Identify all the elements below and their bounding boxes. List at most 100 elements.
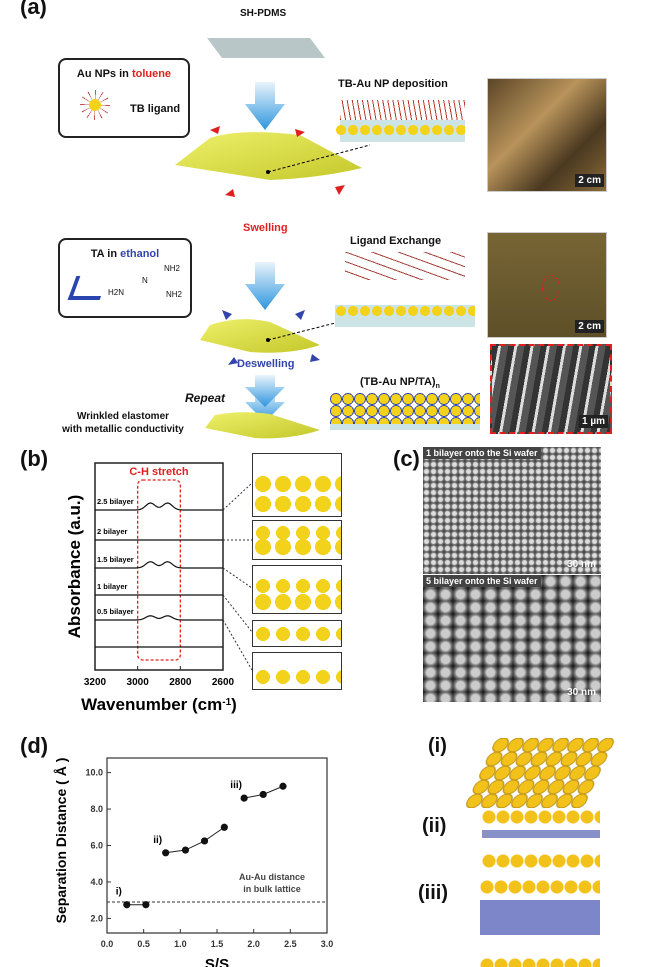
y-axis-label: Absorbance (a.u.): [65, 495, 84, 639]
x-tick-label: 3000: [127, 677, 150, 688]
box2-solvent: ethanol: [120, 248, 160, 260]
layer-label: 2.5 bilayer: [97, 497, 134, 506]
ta-au-np-film: [335, 300, 475, 322]
sem-wrinkle-image: 1 µm: [490, 344, 612, 434]
schematic-1-5-bilayer: [252, 565, 342, 614]
down-arrow-2: [245, 262, 285, 310]
box2-title: TA in: [90, 248, 121, 260]
spectrum-line: [95, 502, 223, 511]
schematic-2-5-bilayer: [252, 453, 342, 517]
final-label: Wrinkled elastomer with metallic conduct…: [48, 410, 198, 436]
spectrum-line: [95, 615, 223, 621]
multilayer-substrate: [330, 424, 480, 430]
connector-line: [222, 482, 253, 511]
x-tick-label: 2600: [212, 677, 235, 688]
series-label: i): [116, 887, 122, 898]
final-label-line1: Wrinkled elastomer: [76, 411, 170, 422]
series-label: ii): [153, 835, 162, 846]
tb-au-np-film: [335, 120, 465, 140]
layer-label: 2 bilayer: [97, 527, 128, 536]
panel-c-label: (c): [393, 446, 420, 471]
pdms-sheet: [207, 38, 325, 58]
plot-frame: [106, 757, 328, 934]
x-tick-label: 0.0: [101, 939, 114, 949]
ch-stretch-box: [137, 479, 181, 661]
layer-label: 1 bilayer: [97, 582, 128, 591]
structure-iii-label: (iii): [418, 882, 448, 904]
multilayer-film: [330, 393, 480, 424]
h2n-label: H2N: [108, 288, 125, 297]
plot-frame: [94, 462, 224, 671]
step-ligand-exchange: Ligand Exchange: [350, 235, 442, 247]
down-arrow-1: [245, 82, 285, 130]
y-tick-label: 4.0: [90, 877, 103, 887]
sem1-caption: 1 bilayer onto the Si wafer: [423, 447, 541, 459]
leader-line-1: [267, 144, 371, 173]
y-tick-label: 10.0: [85, 768, 103, 778]
structure-ii-label: (ii): [422, 815, 447, 837]
data-point: [220, 823, 228, 831]
data-point: [181, 846, 190, 854]
sem-image-1-bilayer: 1 bilayer onto the Si wafer 30 nm: [423, 447, 601, 574]
x-axis-label-part: -1: [222, 697, 231, 708]
step-multilayer-sub: n: [435, 383, 440, 391]
x-axis-label: S/S: [205, 956, 229, 967]
series-line: [165, 826, 225, 854]
data-point: [200, 837, 209, 845]
y-tick-label: 8.0: [90, 804, 103, 814]
step-deposition: TB-Au NP deposition: [338, 78, 448, 90]
photo-exchanged-film: 2 cm: [487, 232, 607, 338]
structure-ii-model: [482, 810, 600, 870]
panel-b-label: (b): [20, 446, 49, 471]
schematic-2-bilayer: [252, 520, 342, 560]
au-np-toluene-box: Au NPs in toluene TB ligand: [58, 58, 190, 138]
sem2-caption: 5 bilayer onto the Si wafer: [423, 575, 541, 587]
structure-i-model: [463, 738, 617, 808]
sem1-scale-bar: 30 nm: [567, 559, 596, 570]
leader-dot-1: [266, 170, 270, 174]
released-ligands: [345, 252, 465, 280]
scale-bar-3: 1 µm: [579, 415, 608, 428]
panel-a-label: (a): [20, 0, 47, 19]
data-point: [279, 782, 287, 790]
scale-bar-2: 2 cm: [575, 320, 604, 333]
swelling-arrows: [210, 126, 345, 197]
connector-line: [222, 594, 253, 633]
structure-i-label: (i): [428, 735, 447, 757]
step-multilayer: (TB-Au NP/TA)n: [360, 376, 440, 390]
box1-solvent: toluene: [131, 68, 172, 80]
box2-heading: TA in ethanol: [60, 248, 190, 260]
layer-label: 1.5 bilayer: [97, 555, 134, 564]
connector-line: [222, 567, 253, 589]
photo-deposited-film: 2 cm: [487, 78, 607, 192]
box1-heading: Au NPs in toluene: [60, 68, 188, 80]
connector-line: [222, 619, 253, 671]
sheet-1: [175, 132, 362, 180]
tb-ligands: [340, 100, 465, 120]
x-tick-label: 3.0: [321, 939, 334, 949]
reference-label-line1: Au-Au distance: [239, 872, 305, 882]
step-multilayer-text: (TB-Au NP/TA): [360, 376, 436, 388]
ch-stretch-label: C-H stretch: [129, 466, 189, 478]
data-point: [162, 849, 170, 857]
y-tick-label: 6.0: [90, 841, 103, 851]
x-axis-label-part: Wavenumber (cm: [81, 695, 222, 714]
nh2-top-label: NH2: [164, 264, 181, 273]
structure-iii-model: [480, 880, 600, 967]
sh-pdms-label: SH-PDMS: [240, 8, 287, 19]
deswelling-arrows: [222, 310, 320, 365]
layer-label: 0.5 bilayer: [97, 607, 134, 616]
sheet-2: [200, 319, 320, 353]
swelling-label: Swelling: [243, 222, 288, 234]
final-sheet: [205, 412, 320, 439]
final-label-line2: with metallic conductivity: [62, 424, 184, 435]
y-axis-label: Separation Distance ( Å ): [53, 758, 69, 924]
data-point: [123, 901, 131, 909]
n-label: N: [142, 276, 148, 285]
sem-image-5-bilayer: 5 bilayer onto the Si wafer 30 nm: [423, 575, 601, 702]
reference-label-line2: in bulk lattice: [243, 884, 301, 894]
tb-ligand-label: TB ligand: [130, 103, 181, 115]
ta-ethanol-box: TA in ethanol H2N N NH2 NH2: [58, 238, 192, 318]
